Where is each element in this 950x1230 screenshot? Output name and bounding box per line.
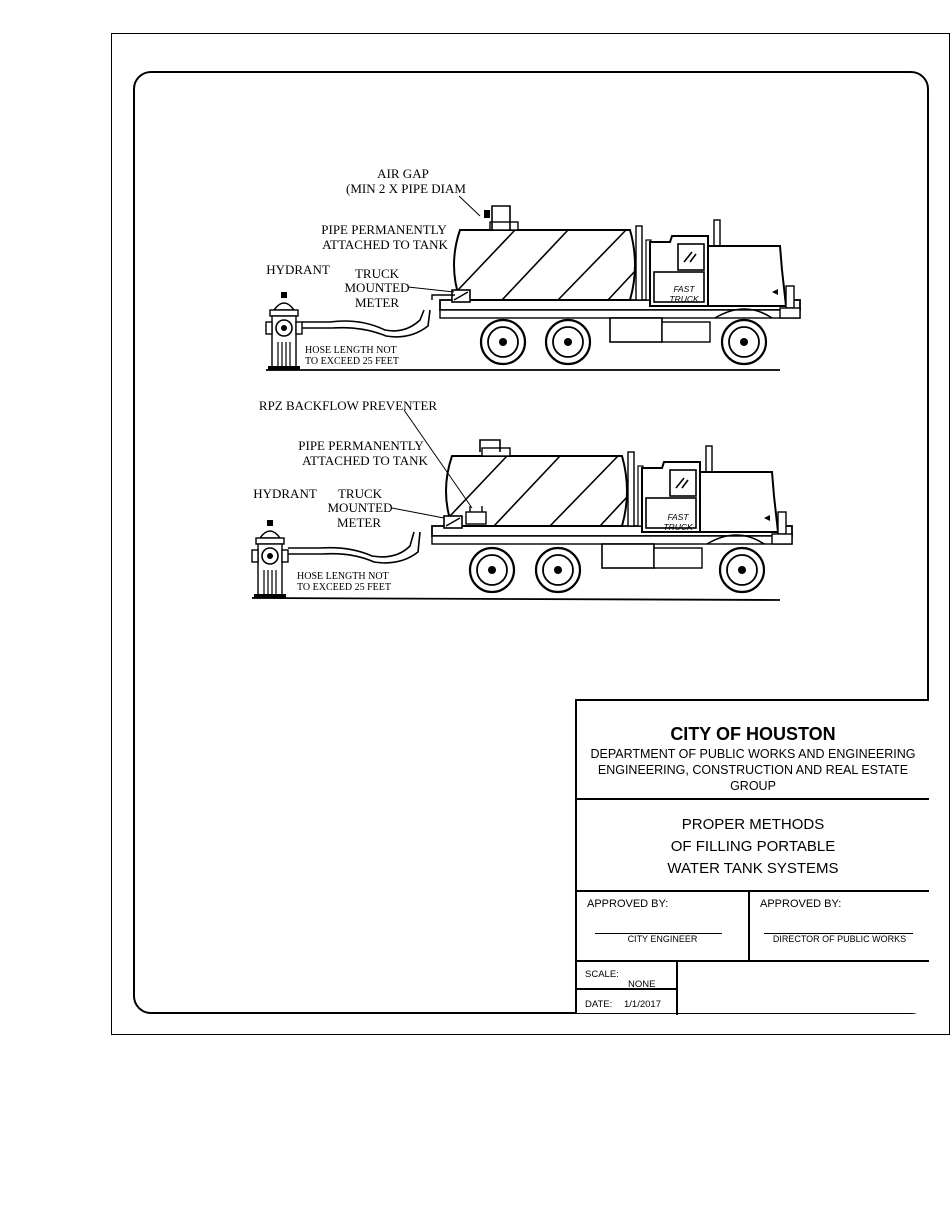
scale-value: NONE bbox=[628, 979, 656, 990]
hydrant-icon bbox=[265, 291, 303, 371]
hose-label: TO EXCEED 25 FEET bbox=[297, 582, 391, 593]
rpz-label: RPZ BACKFLOW PREVENTER bbox=[259, 398, 437, 413]
hose-label: TO EXCEED 25 FEET bbox=[305, 356, 399, 367]
meter-label: MOUNTED bbox=[345, 280, 410, 295]
hydrant-label: HYDRANT bbox=[253, 486, 317, 501]
hydrant-label: HYDRANT bbox=[266, 262, 330, 277]
department-line: ENGINEERING, CONSTRUCTION AND REAL ESTAT… bbox=[597, 763, 909, 777]
approval-director: APPROVED BY: DIRECTOR OF PUBLIC WORKS bbox=[750, 892, 929, 962]
department-line: GROUP bbox=[730, 779, 776, 793]
meter-label: MOUNTED bbox=[328, 500, 393, 515]
drawing-frame bbox=[133, 71, 929, 1014]
drawing-title: PROPER METHODS OF FILLING PORTABLE WATER… bbox=[577, 798, 929, 892]
drawing-title-line: OF FILLING PORTABLE bbox=[670, 838, 836, 855]
meter-label: METER bbox=[355, 295, 399, 310]
hydrant-icon bbox=[251, 519, 289, 599]
truck-logo-text: FAST bbox=[673, 284, 695, 294]
date-label: DATE: bbox=[585, 999, 613, 1010]
approver-title: CITY ENGINEER bbox=[627, 934, 698, 944]
scale-cell: SCALE: NONE bbox=[577, 962, 678, 990]
meter-label: METER bbox=[337, 515, 381, 530]
approved-by-label: APPROVED BY: bbox=[587, 898, 669, 910]
bottom-diagram: FAST TRUCK RPZ BACKFLOW PREVENTER PIPE P… bbox=[251, 398, 793, 601]
pipe-label: PIPE PERMANENTLY bbox=[298, 438, 424, 453]
signature-line bbox=[764, 933, 913, 934]
truck-logo-text: TRUCK bbox=[663, 522, 693, 532]
pipe-label: ATTACHED TO TANK bbox=[302, 453, 428, 468]
approval-city-engineer: APPROVED BY: CITY ENGINEER bbox=[577, 892, 750, 962]
title-block: CITY OF HOUSTON DEPARTMENT OF PUBLIC WOR… bbox=[575, 699, 929, 1015]
scale-label: SCALE: bbox=[585, 969, 619, 980]
truck-logo-text: TRUCK bbox=[669, 294, 699, 304]
truck-logo-text: FAST bbox=[667, 512, 689, 522]
signature-line bbox=[595, 933, 722, 934]
approved-by-label: APPROVED BY: bbox=[760, 898, 842, 910]
department-line: DEPARTMENT OF PUBLIC WORKS AND ENGINEERI… bbox=[590, 747, 916, 761]
city-name: CITY OF HOUSTON bbox=[670, 724, 836, 744]
top-diagram: FAST TRUCK AIR GAP (MIN 2 X PIPE DIAM PI… bbox=[265, 166, 801, 371]
hose-label: HOSE LENGTH NOT bbox=[297, 571, 389, 582]
approver-title: DIRECTOR OF PUBLIC WORKS bbox=[772, 934, 907, 944]
drawing-title-line: PROPER METHODS bbox=[681, 816, 825, 833]
pipe-label: ATTACHED TO TANK bbox=[322, 237, 448, 252]
meter-label: TRUCK bbox=[338, 486, 383, 501]
pipe-label: PIPE PERMANENTLY bbox=[321, 222, 447, 237]
title-block-header: CITY OF HOUSTON DEPARTMENT OF PUBLIC WOR… bbox=[577, 701, 929, 800]
air-gap-label: (MIN 2 X PIPE DIAM bbox=[346, 181, 466, 196]
date-cell: DATE: 1/1/2017 bbox=[577, 990, 678, 1015]
meter-label: TRUCK bbox=[355, 266, 400, 281]
date-value: 1/1/2017 bbox=[624, 999, 661, 1010]
hose-label: HOSE LENGTH NOT bbox=[305, 345, 397, 356]
air-gap-label: AIR GAP bbox=[377, 166, 429, 181]
drawing-title-line: WATER TANK SYSTEMS bbox=[667, 860, 839, 877]
